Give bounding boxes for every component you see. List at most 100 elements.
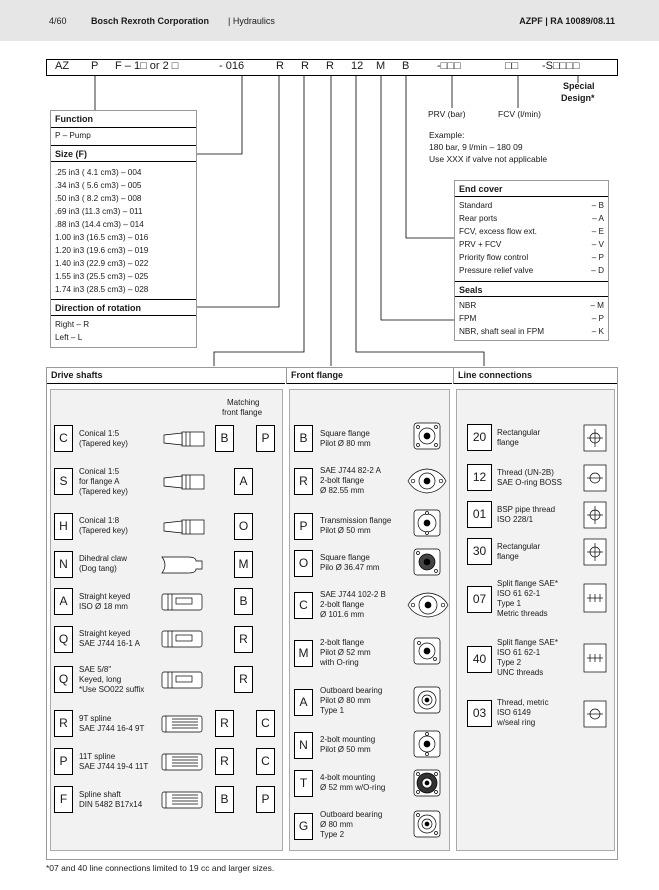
split-flange-port-icon: [583, 643, 607, 673]
code-12: 12: [351, 60, 364, 72]
spline-shaft-icon: [161, 791, 203, 809]
drive-shaft-code: C: [54, 425, 73, 452]
four-bolt-mounting-icon: [413, 769, 441, 797]
matching-flange-code: R: [234, 666, 253, 693]
line-connection-code: 07: [467, 586, 492, 613]
matching-flange-code: R: [215, 748, 234, 775]
function-item: P – Pump: [55, 131, 91, 140]
size-item: .50 in3 ( 8.2 cm3) – 008: [55, 194, 142, 203]
example-line-2: Use XXX if valve not applicable: [429, 154, 548, 164]
size-item: .88 in3 (14.4 cm3) – 014: [55, 220, 144, 229]
front-flange-code: G: [294, 813, 313, 840]
end-cover-heading: End cover: [455, 181, 608, 197]
front-flange-code: M: [294, 640, 313, 667]
square-flange-icon: [413, 548, 441, 576]
end-cover-item: Priority flow control– P: [459, 253, 604, 262]
pipe-thread-port-icon: [583, 501, 607, 529]
rotation-item: Left – L: [55, 333, 83, 342]
page-header: 4/60 Bosch Rexroth Corporation | Hydraul…: [0, 0, 659, 41]
line-connection-code: 12: [467, 464, 492, 491]
drive-shaft-code: Q: [54, 626, 73, 653]
front-flange-code: P: [294, 513, 313, 540]
line-connections-heading: Line connections: [453, 367, 617, 384]
code-r2: R: [301, 60, 309, 72]
code-p: P: [91, 60, 99, 72]
rectangular-flange-port-icon: [583, 538, 607, 566]
drive-shaft-code: R: [54, 710, 73, 737]
spline-shaft-icon: [161, 753, 203, 771]
fcv-label: FCV (l/min): [498, 109, 541, 119]
two-bolt-mounting-icon: [413, 730, 441, 758]
rotation-heading: Direction of rotation: [51, 299, 196, 316]
size-item: .25 in3 ( 4.1 cm3) – 004: [55, 168, 142, 177]
code-b: B: [402, 60, 410, 72]
end-cover-item: Standard– B: [459, 201, 604, 210]
code-fcv: □□: [505, 60, 519, 72]
matching-flange-code: P: [256, 425, 275, 452]
drive-shaft-code: N: [54, 551, 73, 578]
company-name: Bosch Rexroth Corporation: [91, 16, 210, 26]
size-item: 1.40 in3 (22.9 cm3) – 022: [55, 259, 149, 268]
matching-flange-code: O: [234, 513, 253, 540]
code-r3: R: [326, 60, 334, 72]
line-connection-code: 03: [467, 700, 492, 727]
special-design-label-2: Design*: [561, 93, 595, 103]
size-item: 1.55 in3 (25.5 cm3) – 025: [55, 272, 149, 281]
matching-flange-code: A: [234, 468, 253, 495]
example-line-1: 180 bar, 9 l/min – 180 09: [429, 142, 523, 152]
code-f: F – 1□ or 2 □: [115, 60, 179, 72]
drive-shaft-code: P: [54, 748, 73, 775]
front-flange-code: A: [294, 689, 313, 716]
size-item: 1.20 in3 (19.6 cm3) – 019: [55, 246, 149, 255]
size-item: 1.74 in3 (28.5 cm3) – 028: [55, 285, 149, 294]
outboard-bearing-icon: [413, 686, 441, 714]
square-flange-icon: [413, 422, 441, 450]
transmission-flange-icon: [413, 509, 441, 537]
matching-label-1: Matching: [227, 398, 260, 407]
prv-label: PRV (bar): [428, 109, 466, 119]
line-connection-code: 20: [467, 424, 492, 451]
matching-flange-code: M: [234, 551, 253, 578]
front-flange-code: C: [294, 592, 313, 619]
dog-tang-shaft-icon: [161, 556, 203, 574]
seals-heading: Seals: [455, 281, 608, 297]
matching-flange-code: C: [256, 710, 275, 737]
size-item: .69 in3 (11.3 cm3) – 011: [55, 207, 143, 216]
drive-shaft-code: H: [54, 513, 73, 540]
seals-item: NBR, shaft seal in FPM– K: [459, 327, 604, 336]
rectangular-flange-port-icon: [583, 424, 607, 452]
drive-shaft-description: Conical 1:5(Tapered key): [79, 429, 128, 448]
size-item: 1.00 in3 (16.5 cm3) – 016: [55, 233, 149, 242]
tapered-shaft-icon: [163, 474, 205, 490]
end-cover-item: Rear ports– A: [459, 214, 604, 223]
code-special: -S□□□□: [542, 60, 580, 72]
size-item: .34 in3 ( 5.6 cm3) – 005: [55, 181, 142, 190]
matching-flange-code: P: [256, 786, 275, 813]
function-heading: Function: [51, 111, 196, 128]
keyed-shaft-icon: [161, 630, 203, 648]
front-flange-heading: Front flange: [286, 367, 452, 384]
front-flange-code: N: [294, 732, 313, 759]
line-connections-column: [456, 389, 615, 851]
thread-port-icon: [583, 464, 607, 492]
function-size-rotation-panel: Function P – Pump Size (F) .25 in3 ( 4.1…: [50, 110, 197, 348]
matching-flange-code: B: [215, 786, 234, 813]
document-reference: AZPF | RA 10089/08.11: [519, 16, 615, 26]
drive-shaft-code: S: [54, 468, 73, 495]
line-connection-code: 01: [467, 501, 492, 528]
options-table: [46, 367, 618, 860]
tapered-shaft-icon: [163, 519, 205, 535]
